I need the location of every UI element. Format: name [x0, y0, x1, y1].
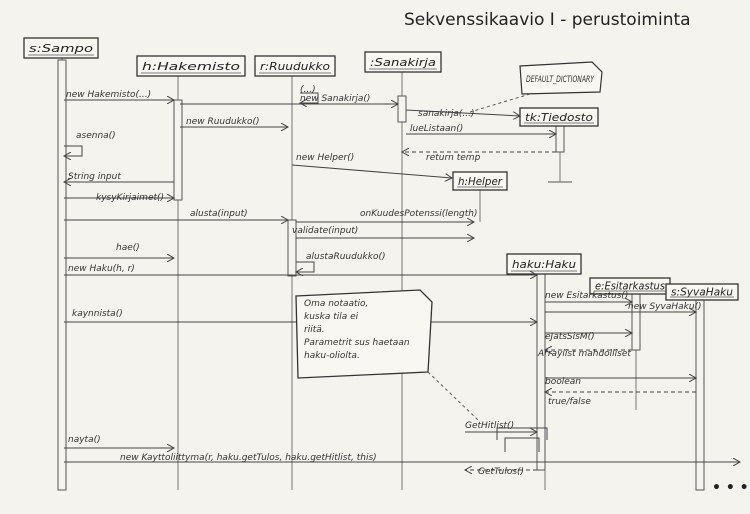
participant-label-esitarkastus: e:Esitarkastus [595, 279, 665, 292]
message-label-m14: validate(input) [292, 226, 358, 236]
participant-haku: haku:Haku [506, 253, 582, 275]
participant-label-haku: haku:Haku [512, 258, 576, 271]
note-connector [427, 371, 479, 421]
message-label-m4: sanakirja(...) [418, 109, 474, 119]
message-m3: new Sanakirja() [180, 94, 398, 104]
message-m26: nayta() [64, 435, 174, 448]
participant-label-tiedosto: tk:Tiedosto [525, 111, 593, 124]
participant-label-ruudukko: r:Ruudukko [260, 60, 330, 73]
participant-helper: h:Helper [452, 171, 508, 191]
message-m4: sanakirja(...) [405, 109, 520, 119]
message-m19: new SyvaHaku() [545, 302, 702, 312]
message-label-m20: kaynnista() [72, 309, 123, 319]
participant-ruudukko: r:Ruudukko [254, 55, 336, 77]
message-m8: new Helper() [291, 153, 452, 178]
activation-sanakirja [397, 95, 407, 123]
message-m27: new Kayttoliittyma(r, haku.getTulos, hak… [64, 453, 740, 463]
message-label-m22: Arraylist mahdolliset [537, 349, 631, 359]
notation-note: Oma notaatio, kuska tila ei riitä. Parametr… [295, 289, 479, 421]
message-label-m27: new Kayttoliittyma(r, haku.getTulos, hak… [120, 453, 377, 463]
message-m7: asenna() [64, 131, 116, 156]
message-label-m6: lueListaan() [410, 124, 463, 134]
message-label-m18: new Esitarkastus() [545, 291, 628, 301]
default-dictionary-label: DEFAULT_DICTIONARY [526, 75, 595, 85]
message-label-m24: true/false [548, 397, 591, 407]
default-dictionary-note: DEFAULT_DICTIONARY [469, 61, 603, 113]
message-label-m9: return temp [426, 153, 481, 163]
message-m17: new Haku(h, r) [64, 264, 537, 275]
participant-sanakirja: :Sanakirja [364, 51, 442, 73]
message-m6: lueListaan() [406, 124, 556, 134]
message-label-m3: new Sanakirja() [300, 94, 370, 104]
message-label-m26: nayta() [68, 435, 101, 445]
message-m10: String input [64, 172, 174, 182]
message-label-m15: alustaRuudukko() [306, 252, 385, 262]
message-m16: hae() [64, 243, 174, 258]
message-m24: true/false [545, 392, 696, 407]
message-m12: alusta(input) [64, 209, 288, 220]
hitlist-loop [496, 427, 548, 440]
participant-tiedosto: tk:Tiedosto [519, 107, 599, 127]
message-label-m1: new Hakemisto(...) [66, 90, 151, 100]
message-label-m11: kysyKirjaimet() [96, 193, 164, 203]
message-label-m5: new Ruudukko() [186, 117, 260, 127]
message-m13: onKuudesPotenssi(length) [296, 209, 478, 222]
message-m15: alustaRuudukko() [296, 252, 385, 272]
message-m23: boolean [545, 377, 696, 387]
message-m28: GetTulos() [465, 467, 537, 477]
message-label-m28: GetTulos() [478, 467, 524, 477]
message-m18: new Esitarkastus() [545, 291, 632, 302]
message-m22: Arraylist mahdolliset [537, 349, 632, 359]
activation-hakemisto [173, 99, 183, 201]
note-line: riitä. [304, 325, 325, 335]
message-m9: return temp [402, 152, 556, 163]
message-label-m12: alusta(input) [190, 209, 248, 219]
participant-label-hakemisto: h:Hakemisto [142, 60, 240, 73]
message-m2: (...) [300, 85, 319, 103]
participant-label-helper: h:Helper [458, 175, 503, 188]
message-label-m23: boolean [545, 377, 581, 387]
message-label-m10: String input [68, 172, 121, 182]
note-line: Parametrit sus haetaan [304, 338, 410, 348]
participant-label-sampo: s:Sampo [29, 42, 93, 55]
hitlist-loop-inner [504, 437, 540, 452]
note-line: Oma notaatio, [304, 299, 368, 309]
message-label-m21: eJatsSisM() [545, 332, 595, 342]
note-link [469, 93, 531, 113]
message-label-m25: GetHitlist() [465, 421, 514, 431]
activation-haku [536, 273, 546, 471]
note-line: kuska tila ei [304, 312, 359, 322]
activation-tiedosto [555, 125, 565, 153]
message-label-m13: onKuudesPotenssi(length) [360, 209, 478, 219]
participant-sampo: s:Sampo [23, 37, 99, 59]
participant-label-syvahaku: s:SyvaHaku [671, 285, 733, 298]
continuation-dots: • • • [712, 480, 749, 496]
message-m14: validate(input) [292, 226, 474, 238]
message-label-m2: (...) [300, 85, 316, 95]
activation-ruudukko [287, 219, 297, 277]
message-m11: kysyKirjaimet() [64, 193, 174, 203]
message-m1: new Hakemisto(...) [64, 90, 174, 100]
message-label-m17: new Haku(h, r) [68, 264, 135, 274]
message-label-m19: new SyvaHaku() [628, 302, 702, 312]
participant-syvahaku: s:SyvaHaku [665, 283, 739, 301]
participant-label-sanakirja: :Sanakirja [370, 56, 436, 69]
message-m21: eJatsSisM() [545, 332, 632, 342]
message-label-m16: hae() [116, 243, 140, 253]
diagram-title: Sekvenssikaavio I - perustoiminta [404, 10, 691, 30]
message-m25: GetHitlist() [465, 421, 537, 432]
message-label-m7: asenna() [76, 131, 116, 141]
message-label-m8: new Helper() [296, 153, 354, 163]
participant-hakemisto: h:Hakemisto [136, 55, 246, 77]
message-m5: new Ruudukko() [180, 117, 288, 127]
participant-esitarkastus: e:Esitarkastus [589, 277, 671, 295]
note-line: haku-oliolta. [304, 351, 360, 361]
